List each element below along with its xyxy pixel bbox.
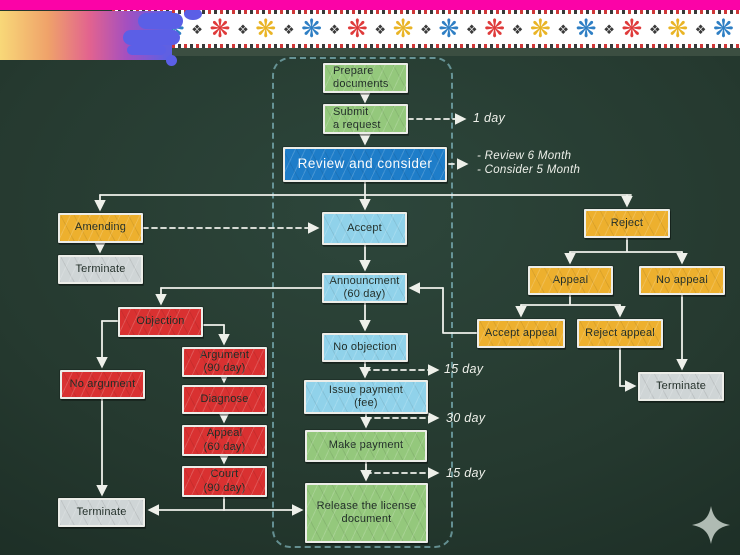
node-no-argument: No argument — [60, 370, 145, 399]
node-reject: Reject — [584, 209, 670, 238]
top-magenta-bar — [0, 0, 740, 10]
blue-blob-icon — [138, 13, 183, 29]
node-prepare-documents: Prepare documents — [323, 63, 408, 93]
node-amending: Amending — [58, 213, 143, 243]
blue-blob-icon — [184, 8, 202, 20]
node-court-90-day: Court (90 day) — [182, 466, 267, 497]
sparkle-icon — [692, 506, 730, 544]
note-review-6-month: - Review 6 Month — [477, 150, 572, 162]
note-1-day: 1 day — [473, 111, 506, 125]
node-appeal-60-day: Appeal (60 day) — [182, 425, 267, 456]
note-consider-5-month: - Consider 5 Month — [477, 164, 581, 176]
blue-blob-icon — [127, 45, 166, 55]
node-submit-request: Submit a request — [323, 104, 408, 134]
main-flow-dashed-container — [272, 57, 453, 548]
pattern-shadow-strip — [168, 48, 740, 56]
node-terminate-right: Terminate — [638, 372, 724, 401]
node-no-appeal: No appeal — [639, 266, 725, 295]
node-objection: Objection — [118, 307, 203, 337]
node-reject-appeal: Reject appeal — [577, 319, 663, 348]
node-terminate-bottom: Terminate — [58, 498, 145, 527]
note-30-day: 30 day — [446, 411, 486, 425]
node-make-payment: Make payment — [305, 430, 427, 462]
node-review-and-consider: Review and consider — [283, 147, 447, 182]
note-15-day-1: 15 day — [444, 362, 484, 376]
node-issue-payment: Issue payment (fee) — [304, 380, 428, 414]
note-15-day-2: 15 day — [446, 466, 486, 480]
blue-blob-icon — [166, 55, 177, 66]
blue-blob-icon — [123, 30, 180, 45]
node-argument: Argument (90 day) — [182, 347, 267, 377]
node-no-objection: No objection — [322, 333, 408, 362]
node-announcement: Announcment (60 day) — [322, 273, 407, 303]
node-diagnose: Diagnose — [182, 385, 267, 414]
node-terminate-left: Terminate — [58, 255, 143, 284]
node-accept: Accept — [322, 212, 407, 245]
node-accept-appeal: Accept appeal — [477, 319, 565, 348]
node-appeal: Appeal — [528, 266, 613, 295]
node-release-license: Release the license document — [305, 483, 428, 543]
